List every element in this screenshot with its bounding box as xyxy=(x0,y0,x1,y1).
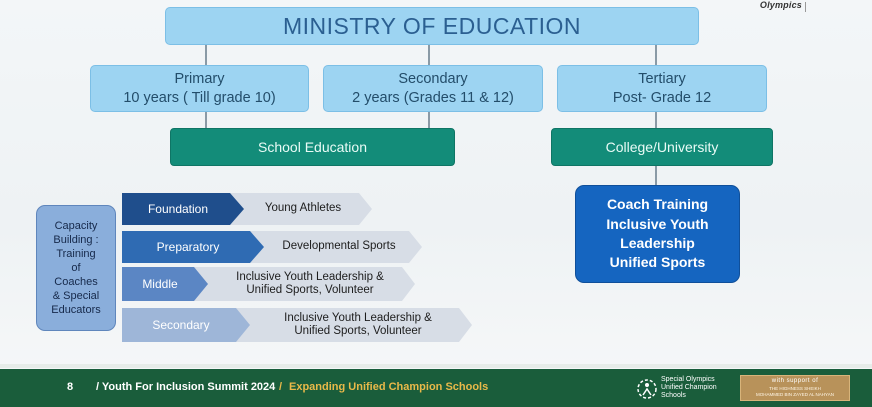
secondary-description: Inclusive Youth Leadership & Unified Spo… xyxy=(232,308,472,342)
connector-primary-school xyxy=(205,112,207,128)
connector-tertiary-college xyxy=(655,112,657,128)
capacity-line: Building : xyxy=(53,233,99,246)
footer-strip xyxy=(0,364,872,368)
secondary-description-line: Inclusive Youth Leadership & xyxy=(284,311,432,324)
special-olympics-logo-text: Olympics xyxy=(759,0,802,10)
special-olympics-logo: Special Olympics Unified Champion School… xyxy=(636,376,732,402)
connector-college-box xyxy=(655,166,657,185)
logo-divider xyxy=(805,2,806,12)
secondary-title: Secondary xyxy=(398,70,468,87)
middle-label: Middle xyxy=(142,277,178,291)
support-line-2: MOHAMMED BIN ZAYED AL NAHYAN xyxy=(756,392,834,397)
school-education-box: School Education xyxy=(170,128,455,166)
secondary-description-line: Unified Sports, Volunteer xyxy=(294,325,422,337)
foundation-description-text: Young Athletes xyxy=(264,202,342,215)
footer-separator: / xyxy=(279,381,283,393)
connector-ministry-secondary xyxy=(428,45,430,65)
primary-title: Primary xyxy=(174,70,225,87)
footer-page-number: 8 xyxy=(67,381,74,393)
logo-line: Unified Champion xyxy=(661,384,717,392)
school-education-label: School Education xyxy=(258,139,367,155)
special-olympics-emblem-icon xyxy=(637,379,657,399)
college-detail-line: Inclusive Youth xyxy=(606,215,709,232)
middle-description-line: Inclusive Youth Leadership & xyxy=(236,270,384,283)
tertiary-title: Tertiary xyxy=(638,70,686,87)
college-university-label: College/University xyxy=(605,139,719,155)
capacity-line: of xyxy=(71,261,81,274)
preparatory-label: Preparatory xyxy=(156,240,220,254)
capacity-line: Training xyxy=(56,247,96,260)
college-details-box: Coach Training Inclusive Youth Leadershi… xyxy=(575,185,740,283)
capacity-building-box: Capacity Building : Training of Coaches … xyxy=(36,205,116,331)
preparatory-chevron: Preparatory xyxy=(122,231,264,263)
college-university-box: College/University xyxy=(551,128,773,166)
support-badge: with support of THE HIGHNESS SHEIKH MOHA… xyxy=(740,375,850,401)
college-detail-line: Leadership xyxy=(620,235,695,251)
secondary-chevron: Secondary xyxy=(122,308,250,342)
middle-description: Inclusive Youth Leadership & Unified Spo… xyxy=(191,267,415,301)
support-label: with support of xyxy=(771,378,819,384)
middle-description-text: Inclusive Youth Leadership & Unified Spo… xyxy=(222,271,384,297)
capacity-line: & Special xyxy=(52,290,100,303)
secondary-stage-label: Secondary xyxy=(152,318,210,332)
tertiary-subtitle: Post- Grade 12 xyxy=(612,89,712,106)
connector-ministry-tertiary xyxy=(655,45,657,65)
footer: 8 / Youth For Inclusion Summit 2024 / Ex… xyxy=(0,369,872,407)
primary-subtitle: 10 years ( Till grade 10) xyxy=(123,89,276,106)
connector-ministry-primary xyxy=(205,45,207,65)
foundation-chevron: Foundation xyxy=(122,193,244,225)
capacity-line: Capacity xyxy=(54,219,98,232)
middle-description-line: Unified Sports, Volunteer xyxy=(246,284,374,296)
logo-text: Special Olympics Unified Champion School… xyxy=(661,376,717,400)
capacity-line: Coaches xyxy=(54,276,98,289)
preparatory-description-text: Developmental Sports xyxy=(282,240,396,253)
college-detail-line: Coach Training xyxy=(606,196,709,213)
primary-box: Primary 10 years ( Till grade 10) xyxy=(90,65,309,112)
logo-line: Special Olympics xyxy=(661,376,715,383)
ministry-title: MINISTRY OF EDUCATION xyxy=(282,12,582,39)
footer-topic: Expanding Unified Champion Schools xyxy=(289,381,489,393)
secondary-description-text: Inclusive Youth Leadership & Unified Spo… xyxy=(272,312,432,338)
college-detail-line: Unified Sports xyxy=(609,254,706,271)
ministry-box: MINISTRY OF EDUCATION xyxy=(165,7,699,45)
logo-line: Schools xyxy=(661,392,686,400)
foundation-description: Young Athletes xyxy=(226,193,372,225)
foundation-label: Foundation xyxy=(147,202,209,216)
tertiary-box: Tertiary Post- Grade 12 xyxy=(557,65,767,112)
support-line-1: THE HIGHNESS SHEIKH xyxy=(769,386,821,391)
footer-event: / Youth For Inclusion Summit 2024 xyxy=(96,381,276,393)
preparatory-description: Developmental Sports xyxy=(246,231,422,263)
capacity-line: Educators xyxy=(51,304,101,317)
connector-secondary-school xyxy=(428,112,430,128)
secondary-box: Secondary 2 years (Grades 11 & 12) xyxy=(323,65,543,112)
middle-chevron: Middle xyxy=(122,267,208,301)
secondary-subtitle: 2 years (Grades 11 & 12) xyxy=(352,89,514,106)
